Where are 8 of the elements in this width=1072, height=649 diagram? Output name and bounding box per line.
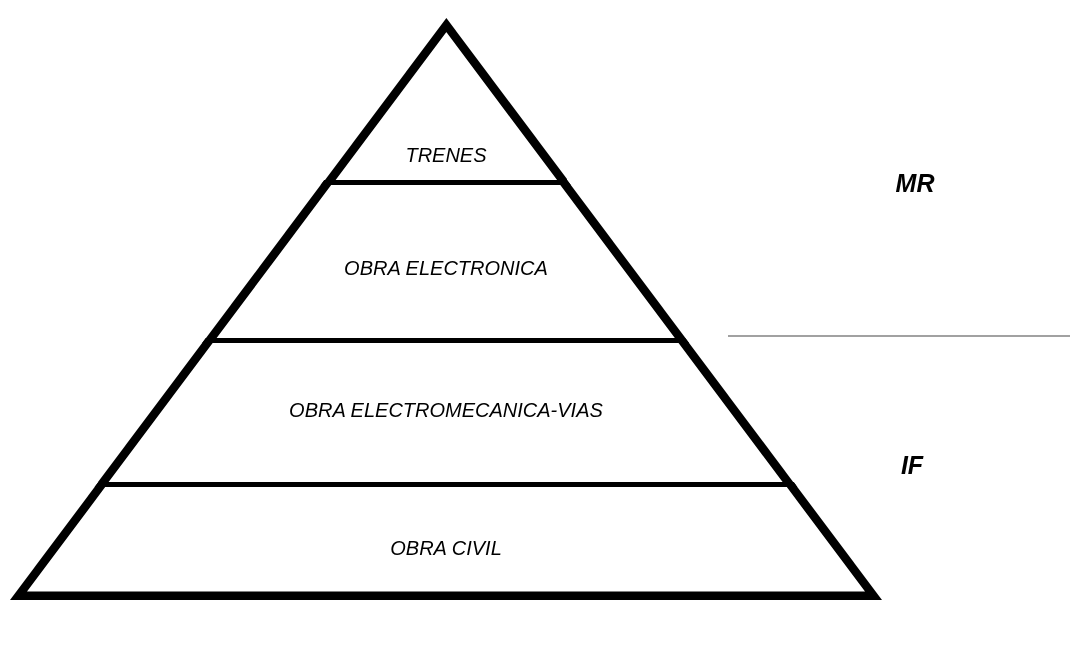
pyramid-tier [10, 482, 882, 600]
zone-label: MR [895, 168, 935, 198]
tier-label: TRENES [404, 143, 488, 167]
pyramid-tier [98, 338, 794, 482]
zone-label: IF [900, 450, 924, 480]
tier-label: OBRA ELECTRONICA [343, 256, 549, 280]
tier-label: OBRA CIVIL [389, 536, 503, 560]
tier-label: OBRA ELECTROMECANICA-VIAS [288, 398, 604, 422]
